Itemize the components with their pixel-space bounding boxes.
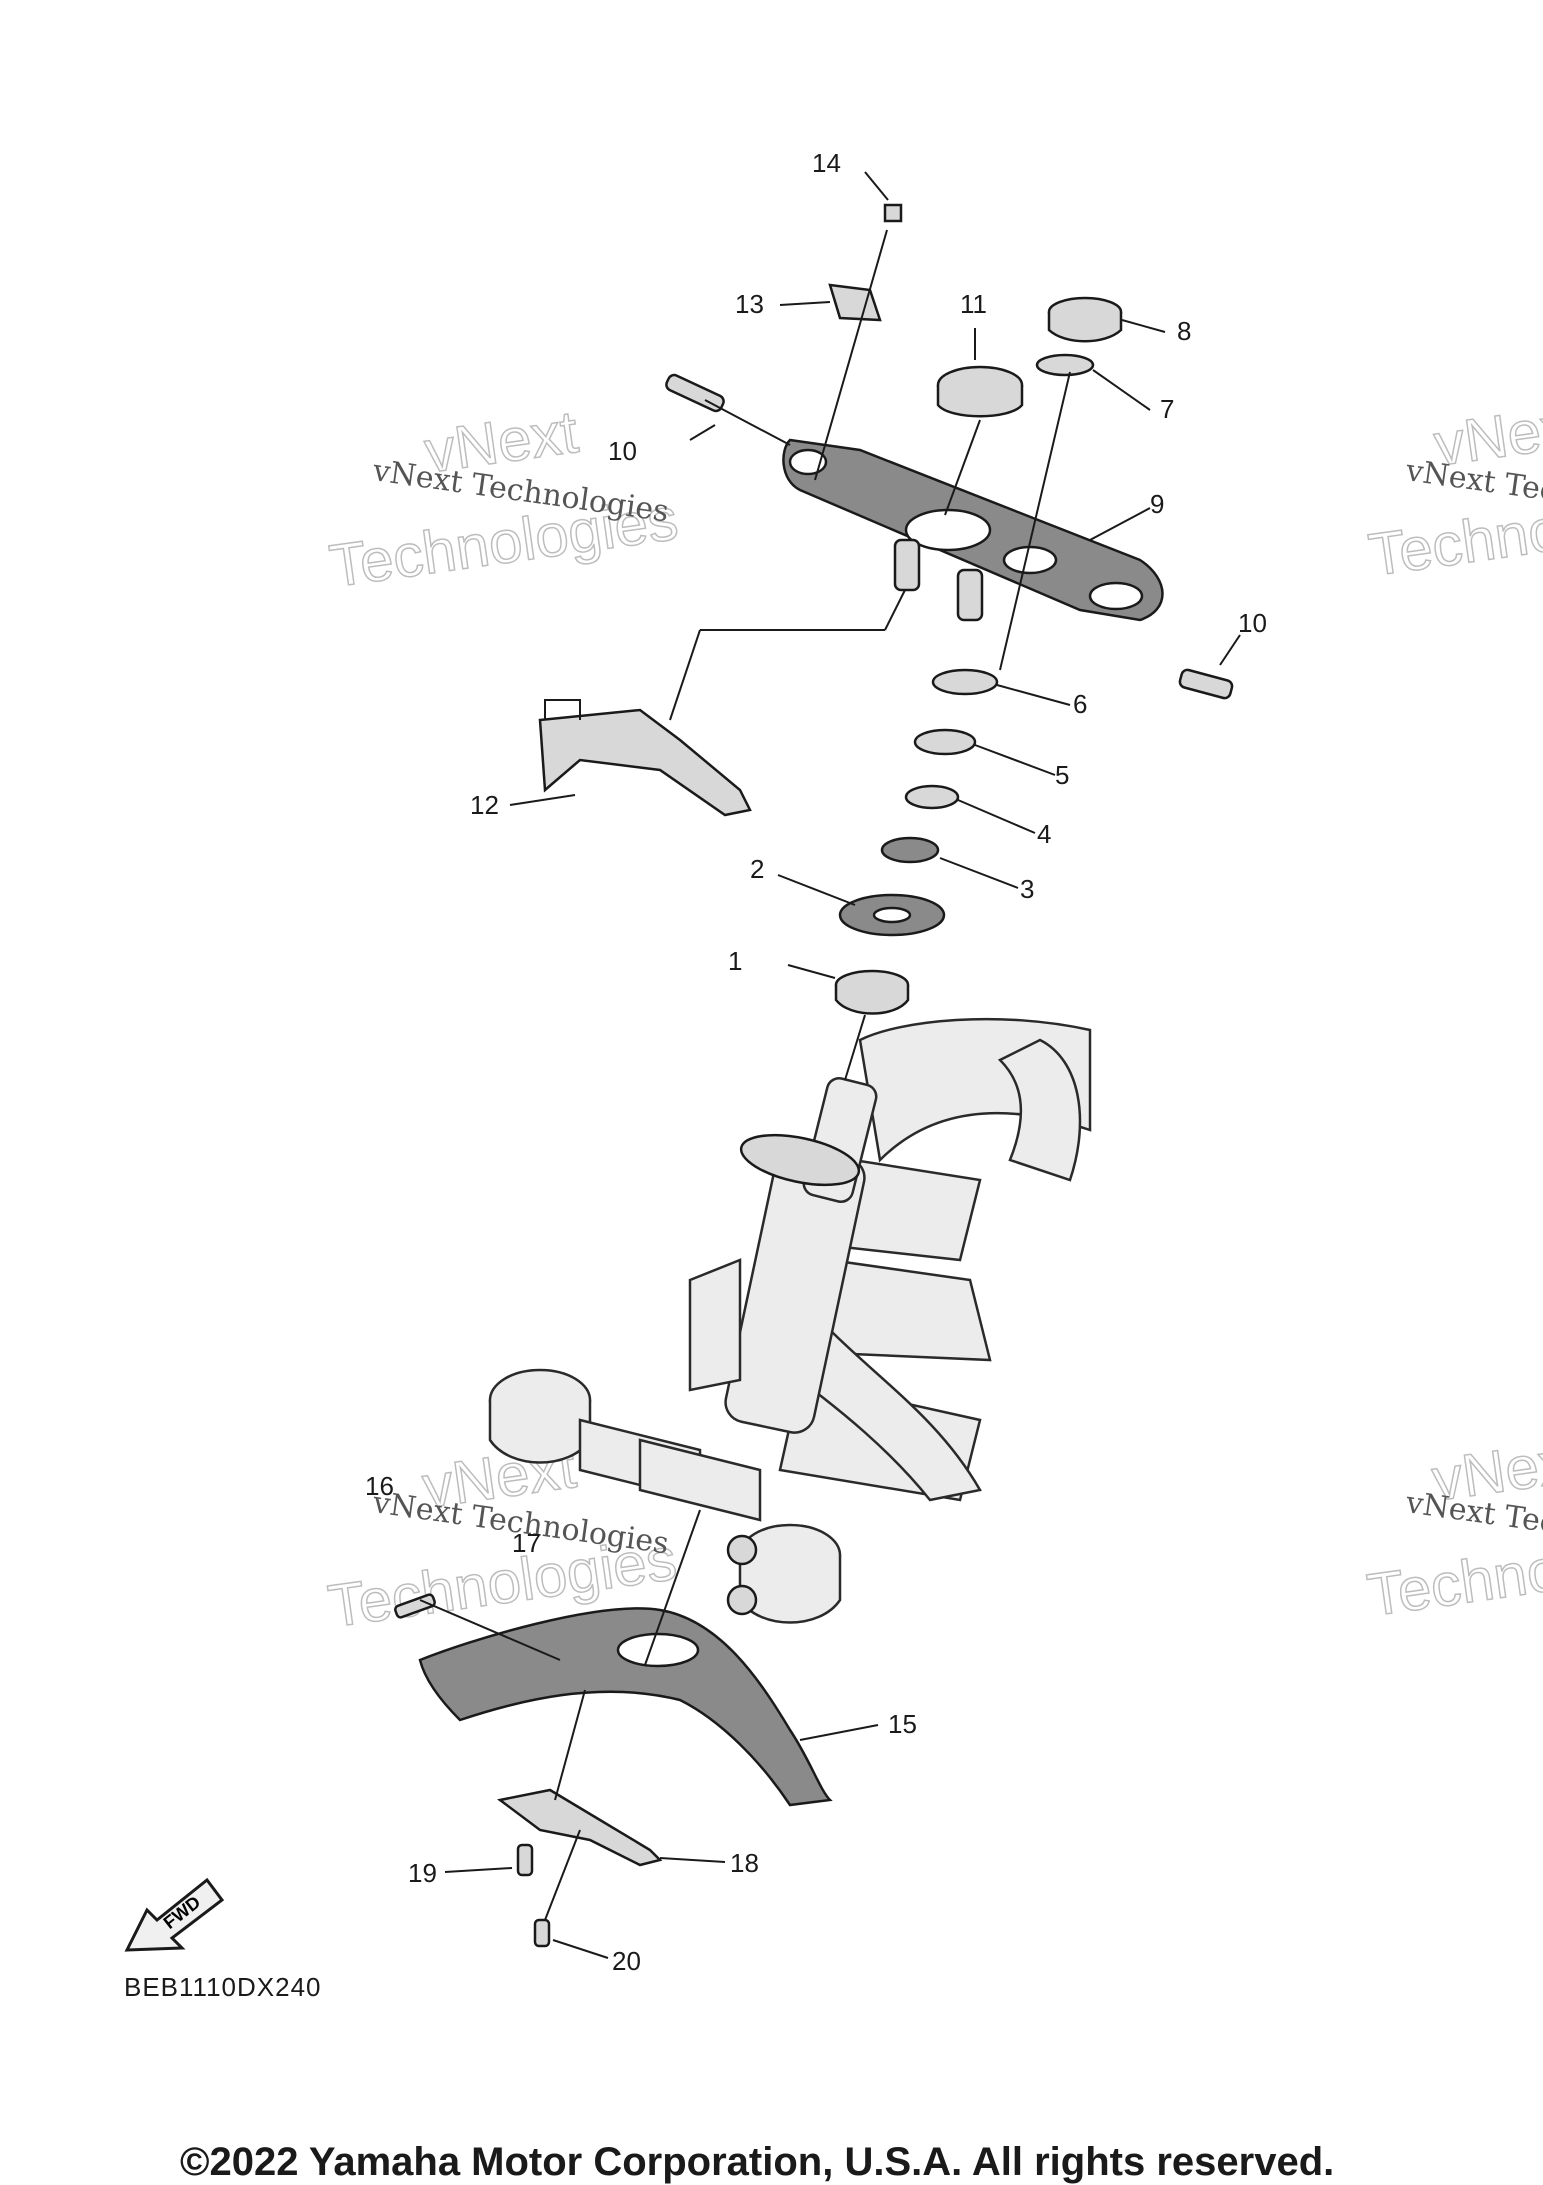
assembly-lines	[419, 229, 1071, 1921]
diagram-code: BEB1110DX240	[124, 1972, 322, 2002]
part-3-nut	[880, 836, 940, 864]
callout-numbers: 1 2 3 4 5 6 7 8 9 10 10 11 12 13 14 15 1…	[365, 148, 1267, 1976]
part-2-seal	[838, 893, 946, 937]
callout-14: 14	[812, 148, 841, 178]
callout-7: 7	[1160, 394, 1174, 424]
part-18-bracket	[497, 1788, 663, 1867]
callout-12: 12	[470, 790, 499, 820]
callout-5: 5	[1055, 760, 1069, 790]
motorcycle-frame	[488, 1017, 1092, 1624]
part-12-bracket	[538, 699, 752, 817]
part-7-washer	[1035, 353, 1095, 377]
callout-18: 18	[730, 1848, 759, 1878]
part-14-bolt	[883, 203, 903, 223]
callout-16: 16	[365, 1471, 394, 1501]
callout-20: 20	[612, 1946, 641, 1976]
callout-2: 2	[750, 854, 764, 884]
part-10-bolt-right	[1178, 668, 1234, 700]
callout-9: 9	[1150, 489, 1164, 519]
callout-leaders	[444, 171, 1241, 1959]
part-4-ring	[904, 784, 960, 810]
callout-10-left: 10	[608, 436, 637, 466]
part-11-bearing-top	[936, 365, 1024, 418]
callout-8: 8	[1177, 316, 1191, 346]
copyright-notice: ©2022 Yamaha Motor Corporation, U.S.A. A…	[180, 2140, 1335, 2184]
part-8-cap	[1047, 296, 1123, 343]
callout-6: 6	[1073, 689, 1087, 719]
callout-11: 11	[960, 289, 987, 319]
upper-bracket	[782, 438, 1164, 622]
callout-19: 19	[408, 1858, 437, 1888]
callout-15: 15	[888, 1709, 917, 1739]
part-19-bolt	[516, 1843, 534, 1877]
callout-1: 1	[728, 946, 742, 976]
part-13-clip	[828, 283, 882, 322]
part-1-bearing	[834, 969, 910, 1015]
part-20-bolt	[533, 1918, 551, 1948]
callout-4: 4	[1037, 819, 1051, 849]
part-5-ring	[913, 728, 977, 756]
callout-17: 17	[512, 1528, 541, 1558]
callout-13: 13	[735, 289, 764, 319]
callout-3: 3	[1020, 874, 1034, 904]
part-6-ring	[931, 668, 999, 696]
part-15-guard	[418, 1607, 833, 1807]
fwd-arrow-icon: FWD	[124, 1877, 225, 1952]
callout-10-right: 10	[1238, 608, 1267, 638]
part-16-bolt	[394, 1593, 436, 1619]
